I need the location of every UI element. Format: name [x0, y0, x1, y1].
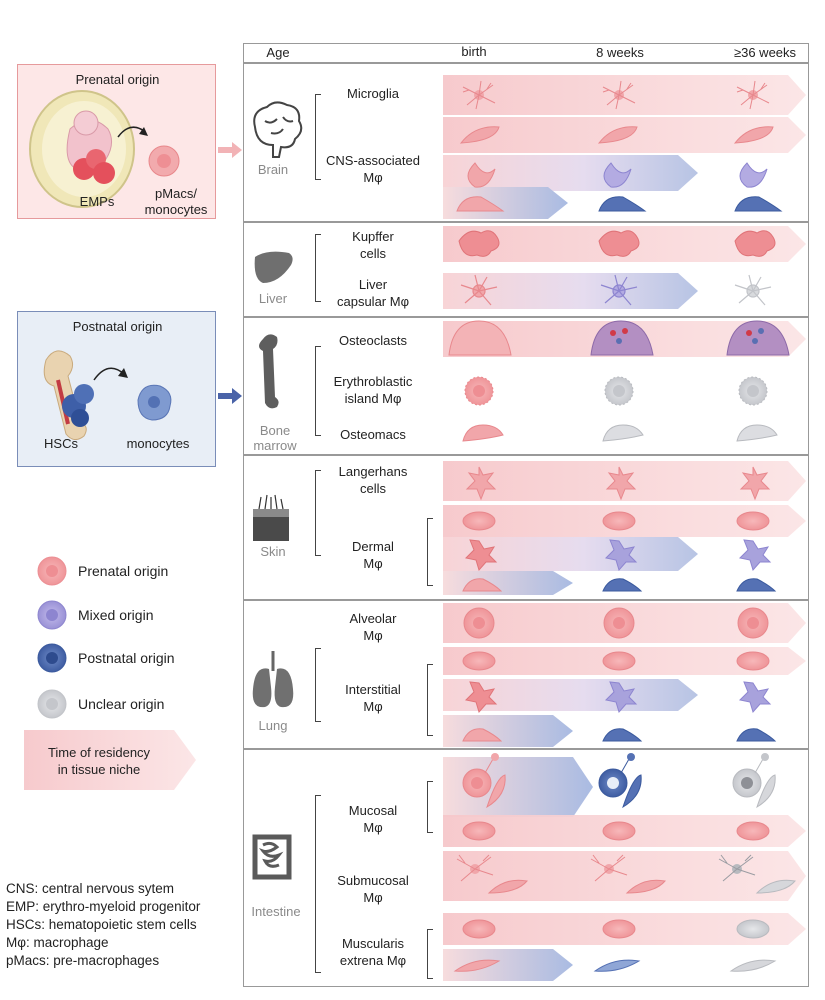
organ-lung: Lung — [258, 718, 288, 733]
prenatal-arrow — [218, 142, 242, 158]
legend-postnatal: Postnatal origin — [78, 650, 175, 666]
lung-cells — [462, 607, 777, 742]
kupffer-cells — [458, 230, 776, 257]
osteoclast-cells — [448, 320, 790, 356]
langerhans-cells — [465, 466, 771, 501]
label-liver-capsular: Liver capsular Mφ — [336, 277, 409, 309]
dermal-cells — [462, 511, 777, 592]
postnatal-origin-box: Postnatal origin HSCs monocytes — [17, 311, 216, 467]
legend-mixed: Mixed origin — [78, 607, 154, 623]
osteomac-cells — [462, 424, 778, 442]
lungs-icon — [252, 651, 294, 708]
abbr-emp: EMP: erythro-myeloid progenitor — [6, 899, 201, 914]
cns-perivascular-cells — [459, 126, 774, 144]
legend-time: Time of residency in tissue niche — [47, 745, 151, 777]
band-submucosal — [443, 851, 806, 901]
band-interstitial-3 — [443, 715, 573, 747]
dermal-brace — [427, 518, 433, 586]
organ-skin: Skin — [260, 544, 286, 559]
band-microglia — [443, 75, 806, 115]
mixed-legend-icon — [37, 600, 67, 630]
organ-liver: Liver — [258, 291, 288, 306]
postnatal-arrow — [218, 388, 242, 404]
abbr-cns: CNS: central nervous sytem — [6, 881, 175, 896]
label-osteoclasts: Osteoclasts — [339, 333, 407, 348]
bone-icon — [259, 334, 279, 409]
header-8weeks: 8 weeks — [596, 45, 644, 60]
label-kupffer: Kupffer cells — [352, 229, 394, 261]
liver-brace — [315, 234, 321, 302]
microglia-cells — [462, 80, 770, 110]
label-muscularis: Muscularis extrena Mφ — [339, 936, 407, 968]
organ-bone-marrow: Bone marrow — [253, 423, 297, 453]
unclear-legend-icon — [37, 689, 67, 719]
skin-brace — [315, 470, 321, 556]
label-interstitial: Interstitial Mφ — [345, 682, 401, 714]
header-birth: birth — [461, 44, 487, 59]
bone-marrow-panel — [243, 317, 809, 455]
intestine-brace — [315, 795, 321, 973]
mucosal-brace — [427, 781, 433, 833]
label-erythroblastic: Erythroblastic island Mφ — [333, 374, 413, 406]
label-dermal: Dermal Mφ — [352, 539, 394, 571]
prenatal-origin-title: Prenatal origin — [75, 72, 160, 87]
organ-intestine: Intestine — [251, 904, 301, 919]
pmacs-label: pMacs/ monocytes — [144, 186, 208, 217]
timeline-graphic — [252, 75, 806, 981]
liver-capsular-cells — [460, 274, 772, 306]
postnatal-origin-title: Postnatal origin — [72, 319, 163, 334]
emps-label: EMPs — [79, 194, 115, 209]
label-alveolar: Alveolar Mφ — [349, 611, 397, 643]
bone-hsc-icon — [43, 350, 172, 440]
label-cns: CNS-associated Mφ — [326, 153, 420, 185]
embryo-icon — [29, 90, 180, 208]
brain-brace — [315, 94, 321, 180]
lung-brace — [315, 648, 321, 722]
muscularis-brace — [427, 929, 433, 979]
band-cns-2 — [443, 155, 698, 191]
bone-brace — [315, 346, 321, 436]
postnatal-legend-icon — [37, 643, 67, 673]
hscs-label: HSCs — [44, 436, 78, 451]
brain-icon — [253, 101, 303, 158]
liver-panel — [243, 222, 809, 317]
monocytes-label: monocytes — [126, 436, 190, 451]
cns-flat-cells — [456, 196, 783, 212]
intestine-icon — [252, 834, 292, 880]
band-muscularis-2 — [443, 949, 573, 981]
abbr-hscs: HSCs: hematopoietic stem cells — [6, 917, 197, 932]
time-legend-arrow — [24, 730, 196, 790]
organ-brain: Brain — [257, 162, 289, 177]
cns-crescent-cells — [467, 162, 768, 188]
legend-unclear: Unclear origin — [78, 696, 165, 712]
header-age: Age — [266, 45, 290, 60]
label-langerhans: Langerhans cells — [338, 464, 408, 496]
label-submucosal: Submucosal Mφ — [337, 873, 409, 905]
lung-panel — [243, 600, 809, 749]
skin-panel — [243, 455, 809, 600]
label-microglia: Microglia — [346, 86, 399, 101]
interstitial-brace — [427, 664, 433, 736]
brain-panel — [243, 63, 809, 222]
label-osteomacs: Osteomacs — [340, 427, 406, 442]
legend-prenatal: Prenatal origin — [78, 563, 169, 579]
header-row: Age birth 8 weeks ≥36 weeks — [243, 43, 809, 63]
erythroblastic-cells — [464, 376, 768, 406]
intestine-cells — [453, 753, 796, 972]
skin-icon — [253, 494, 289, 541]
band-liver-capsular — [443, 273, 698, 309]
prenatal-legend-icon — [37, 556, 67, 586]
abbr-pmacs: pMacs: pre-macrophages — [6, 953, 160, 968]
prenatal-origin-box: Prenatal origin EMPs pMacs/ monocytes — [17, 64, 216, 219]
label-mucosal: Mucosal Mφ — [348, 803, 398, 835]
abbr-mphi: Mφ: macrophage — [6, 935, 109, 950]
intestine-panel — [243, 749, 809, 987]
header-36weeks: ≥36 weeks — [733, 45, 797, 60]
liver-icon — [254, 251, 293, 283]
